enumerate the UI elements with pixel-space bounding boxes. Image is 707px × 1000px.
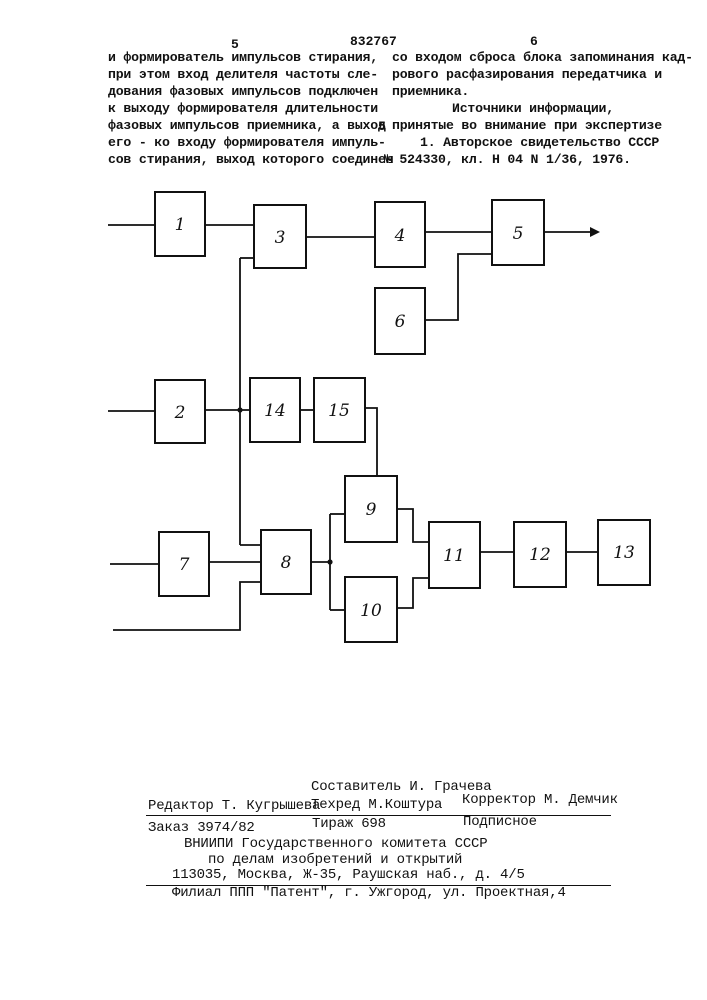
- corrector: Корректор М. Демчик: [462, 792, 618, 808]
- subscription: Подписное: [463, 814, 537, 830]
- block-10-label: 10: [360, 601, 382, 621]
- block-1-label: 1: [175, 215, 186, 235]
- block-15-label: 15: [328, 401, 350, 421]
- block-4-label: 4: [394, 226, 406, 246]
- branch: Филиал ППП "Патент", г. Ужгород, ул. Про…: [172, 885, 566, 901]
- org-line-3: 113035, Москва, Ж-35, Раушская наб., д. …: [172, 867, 525, 883]
- editor: Редактор Т. Кугрышева: [148, 798, 320, 814]
- block-6-label: 6: [395, 312, 406, 332]
- circulation: Тираж 698: [312, 816, 386, 832]
- block-13-label: 13: [613, 543, 635, 563]
- block-2-label: 2: [174, 403, 186, 423]
- techred: Техред М.Коштура: [311, 797, 442, 813]
- org-line-1: ВНИИПИ Государственного комитета СССР: [184, 836, 487, 852]
- block-14-label: 14: [264, 401, 286, 421]
- block-5-label: 5: [513, 224, 524, 244]
- block-12-label: 12: [529, 545, 551, 565]
- org-line-2: по делам изобретений и открытий: [208, 852, 462, 868]
- block-7-label: 7: [179, 555, 190, 575]
- order: Заказ 3974/82: [148, 820, 255, 836]
- block-8-label: 8: [281, 553, 292, 573]
- block-9-label: 9: [366, 500, 377, 520]
- block-3-label: 3: [275, 228, 286, 248]
- block-11-label: 11: [443, 546, 465, 566]
